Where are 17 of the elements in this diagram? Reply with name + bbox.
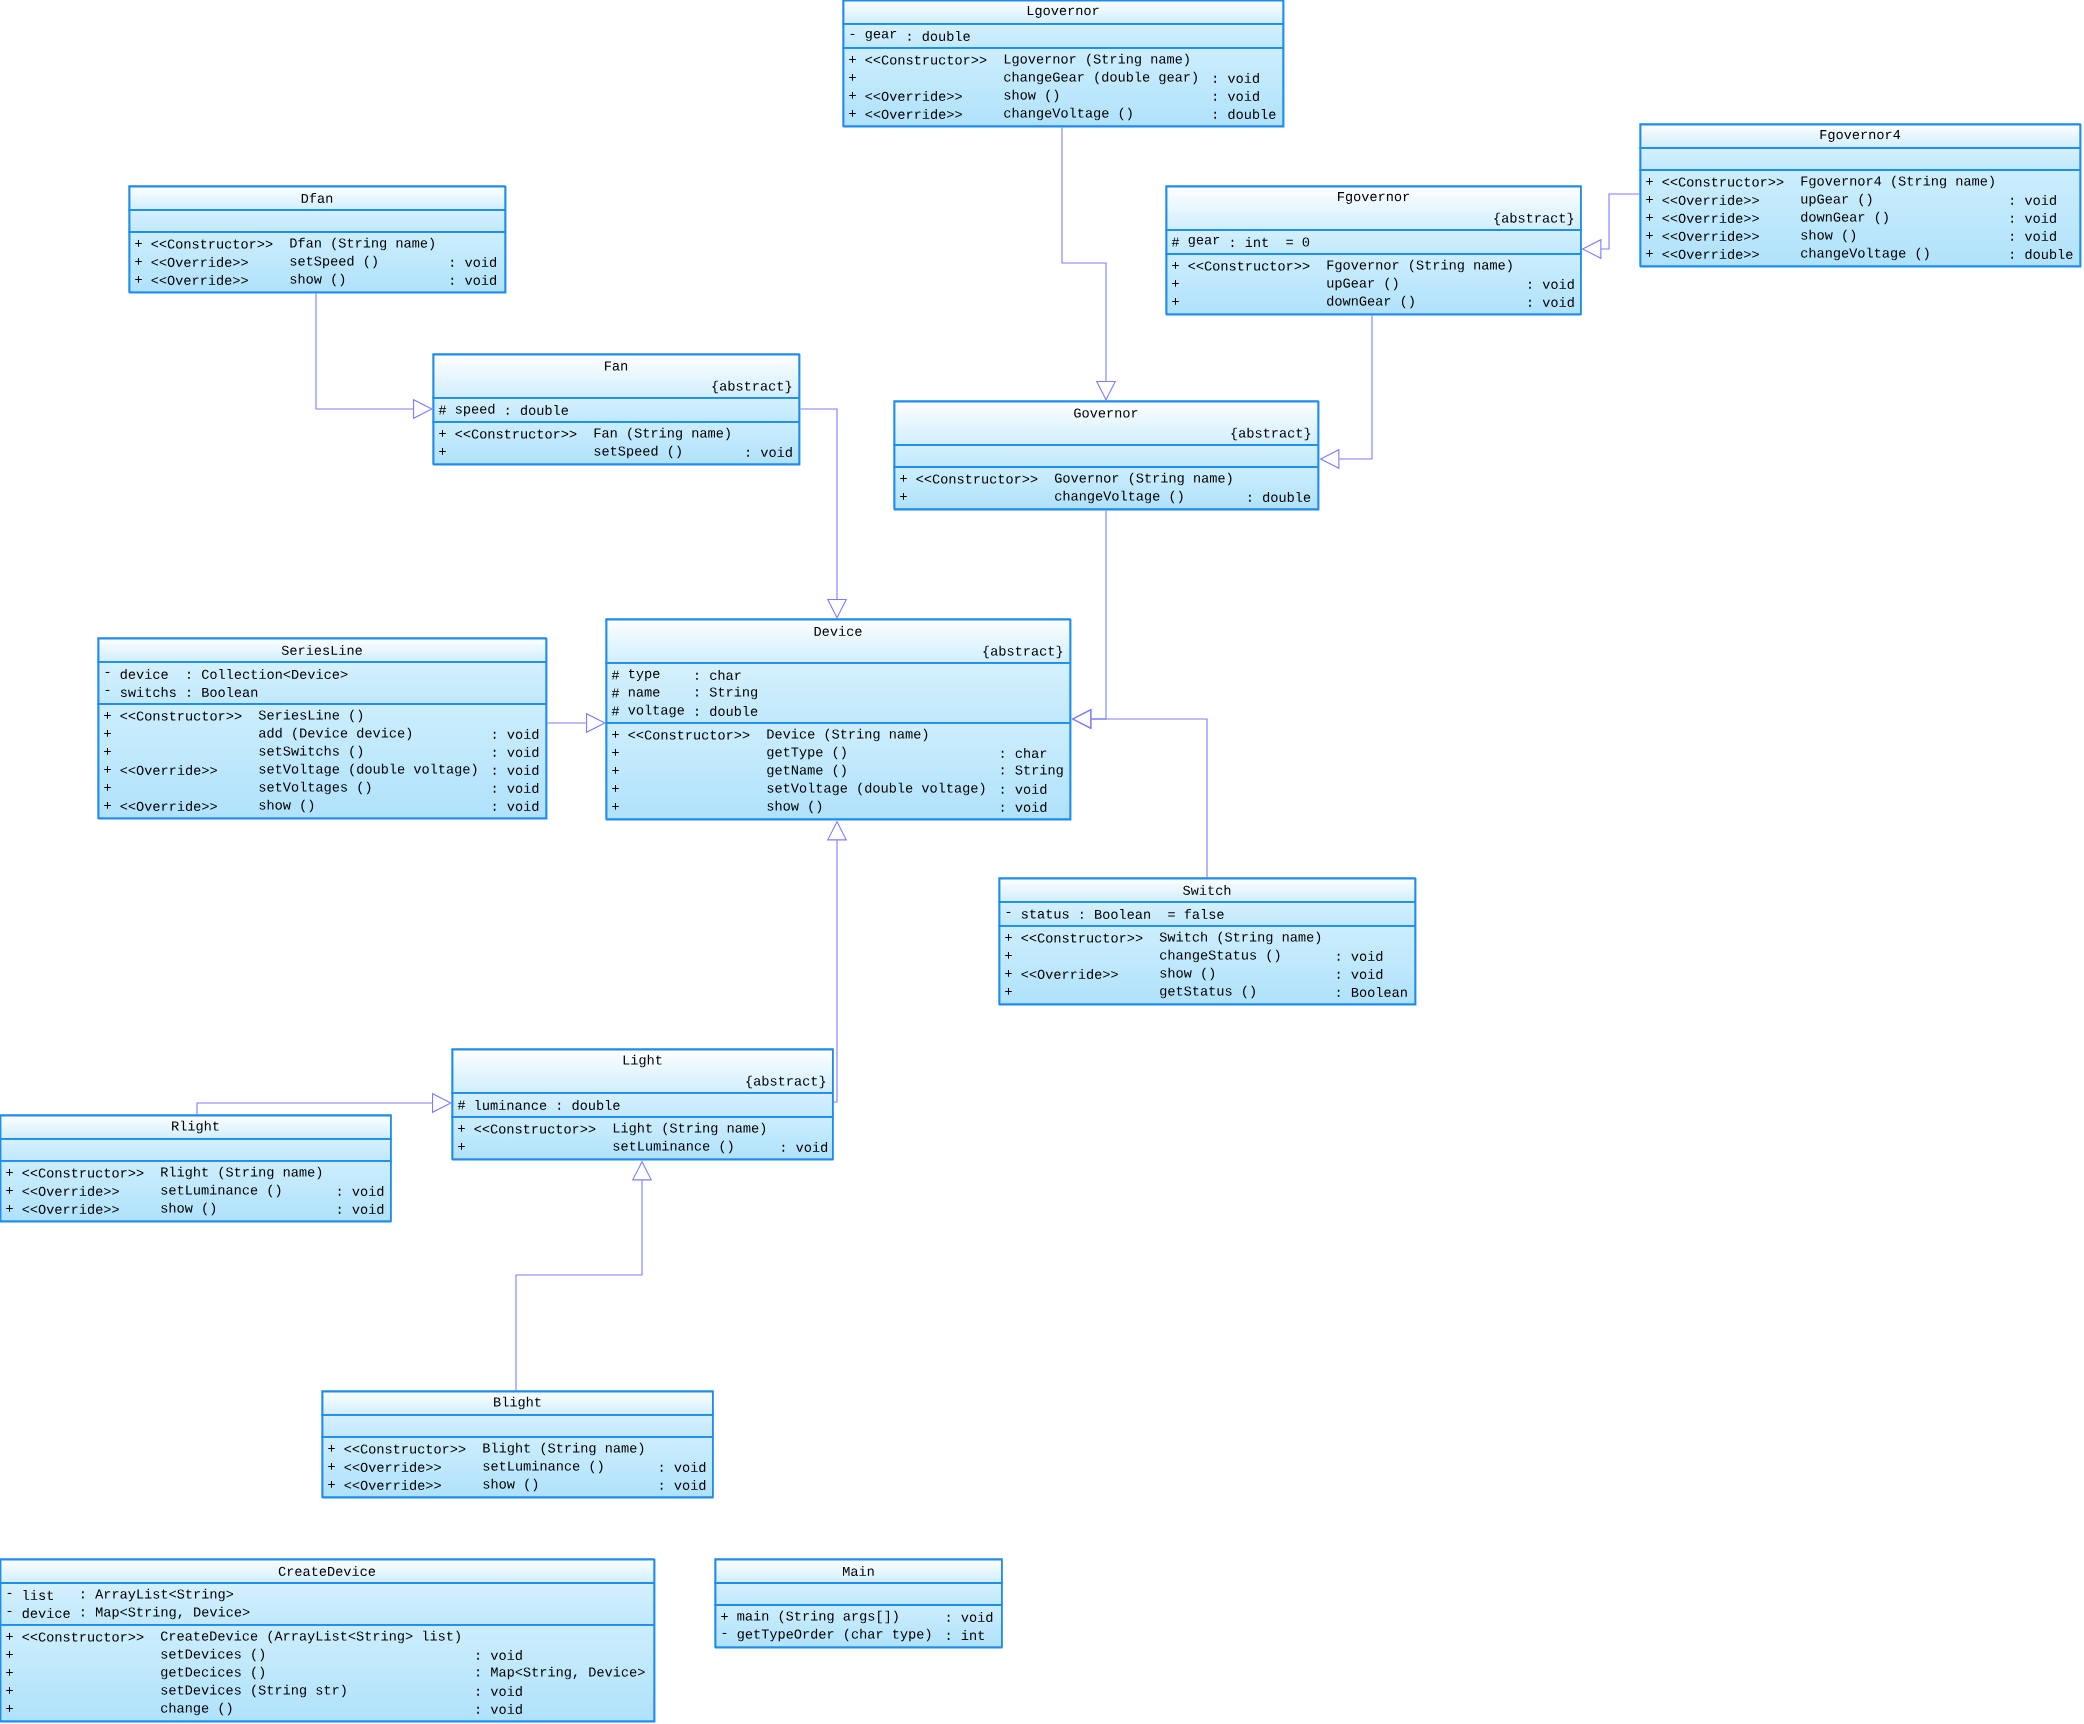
class-box: Dfan + <<Constructor>> Dfan (String name) + <<Override>> setSpeed () : void + <<Override>> show () : void xyxy=(128,185,507,294)
inheritance-arrow xyxy=(1061,126,1117,401)
class-box: CreateDevice - list : ArrayList<String> - device : Map<String, Device> + <<Constructor>> CreateDevice (ArrayList<String> list) + setDevices () : void + getDecices () : Map<String, Device> + setDevices (String str) : void + change () : void xyxy=(0,1558,656,1723)
class-box: Rlight + <<Constructor>> Rlight (String name) + <<Override>> setLuminance () : void + <<Override>> show () : void xyxy=(0,1114,392,1223)
class-box: Governor {abstract} + <<Constructor>> Governor (String name) + changeVoltage () : double xyxy=(893,400,1320,511)
class-box: Blight + <<Constructor>> Blight (String name) + <<Override>> setLuminance () : void + <<Override>> show () : void xyxy=(321,1390,714,1499)
class-box: Fan {abstract} # speed : double + <<Constructor>> Fan (String name) + setSpeed () : void xyxy=(432,353,801,466)
inheritance-arrow xyxy=(799,408,848,619)
class-box: Switch - status : Boolean = false + <<Constructor>> Switch (String name) + changeStatus () : void + <<Override>> show () : void + getStatus () : Boolean xyxy=(998,877,1417,1006)
class-box: Device {abstract} # type : char # name : String # voltage : double + <<Constructor>> Device (String name) + getType () : char + getName () : String + setVoltage (double voltage) : void + show () : void xyxy=(605,618,1072,821)
class-box: Light {abstract} # luminance : double + <<Constructor>> Light (String name) + setLuminance () : void xyxy=(451,1048,834,1161)
class-box: Fgovernor4 + <<Constructor>> Fgovernor4 (String name) + <<Override>> upGear () : void + <<Override>> downGear () : void + <<Override>> show () : void + <<Override>> changeVoltage () : double xyxy=(1639,123,2082,268)
class-box: Lgovernor - gear : double + <<Constructor>> Lgovernor (String name) + changeGear (double gear) : void + <<Override>> show () : void + <<Override>> changeVoltage () : double xyxy=(842,0,1285,128)
class-box: Fgovernor {abstract} # gear : int = 0 + <<Constructor>> Fgovernor (String name) + upGear () : void + downGear () : void xyxy=(1165,185,1582,316)
inheritance-arrow xyxy=(196,1092,452,1116)
class-box: SeriesLine - device : Collection<Device> - switchs : Boolean + <<Constructor>> SeriesLine () + add (Device device) : void + setSwitchs () : void + <<Override>> setVoltage (double voltage) : void + setVoltages () : void + <<Override>> show () : void xyxy=(97,637,548,820)
class-box: Main + main (String args[]) : void - getTypeOrder (char type) : int xyxy=(714,1558,1003,1649)
